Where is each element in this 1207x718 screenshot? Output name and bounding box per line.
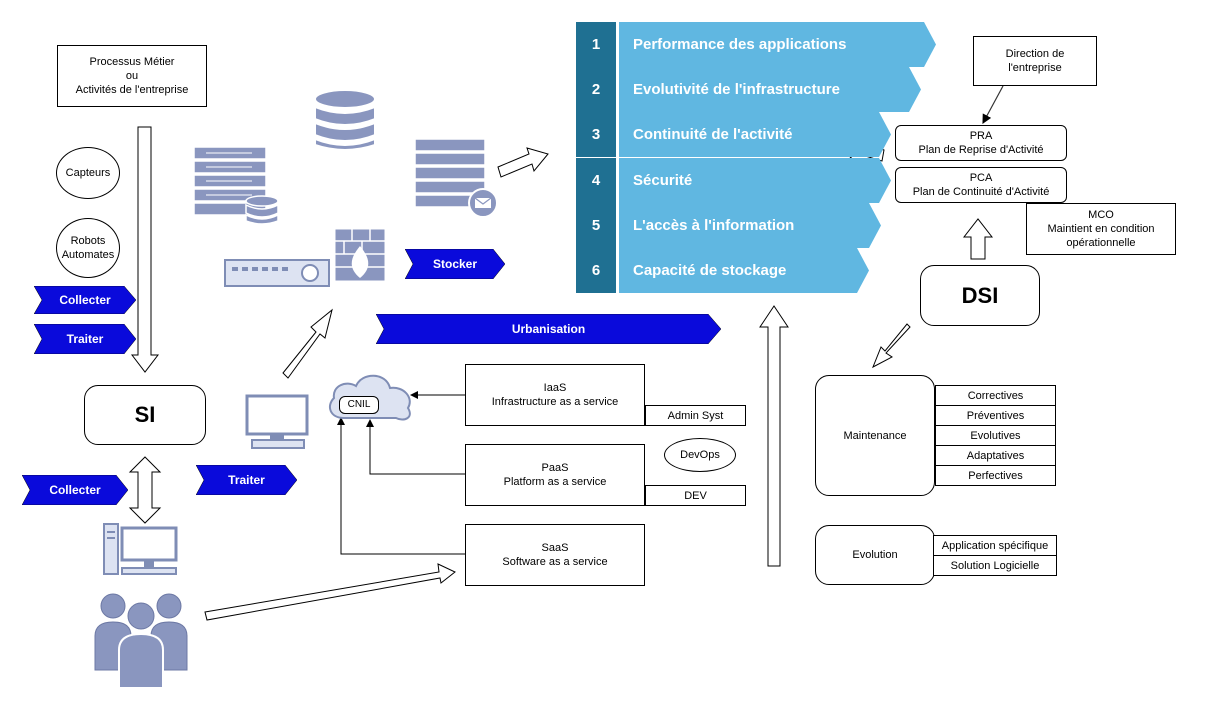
capteurs-label: Capteurs — [65, 167, 111, 179]
users-group-icon — [94, 593, 188, 689]
saas-label: SaaS Software as a service — [502, 542, 608, 568]
arrow-computer-servers — [282, 308, 333, 379]
traiter-tag-bottom: Traiter — [196, 465, 297, 495]
server-database-icon — [193, 146, 279, 225]
iaas-box: IaaS Infrastructure as a service — [465, 364, 645, 426]
direction-label: Direction de l'entreprise — [1005, 48, 1065, 74]
si-box: SI — [84, 385, 206, 445]
maintenance-item: Perfectives — [935, 465, 1056, 486]
priority-item-4: Sécurité — [619, 158, 891, 203]
mail-server-icon — [414, 138, 498, 218]
stocker-tag-label: Stocker — [432, 257, 478, 271]
arrow-direction-pra — [982, 85, 1004, 125]
paas-label: PaaS Platform as a service — [503, 462, 607, 488]
collecter-tag-bottom-label: Collecter — [49, 483, 101, 497]
evolution-item: Solution Logicielle — [933, 555, 1057, 576]
priority-label-4: Sécurité — [633, 172, 693, 189]
evolution-item: Application spécifique — [933, 535, 1057, 556]
arrow-users-saas — [204, 563, 456, 621]
direction-box: Direction de l'entreprise — [973, 36, 1097, 86]
arrow-paas-cnil — [366, 419, 465, 475]
urbanisation-tag-label: Urbanisation — [511, 322, 586, 336]
pca-label: PCA Plan de Continuité d'Activité — [912, 172, 1050, 198]
priority-item-1: Performance des applications — [619, 22, 936, 67]
dev-label: DEV — [684, 489, 707, 502]
priority-label-6: Capacité de stockage — [633, 262, 787, 279]
priority-label-5: L'accès à l'information — [633, 217, 795, 234]
pra-box: PRA Plan de Reprise d'Activité — [895, 125, 1067, 161]
priority-number-3: 3 — [576, 112, 616, 157]
network-switch-icon — [224, 259, 330, 287]
pra-label: PRA Plan de Reprise d'Activité — [918, 130, 1044, 156]
maintenance-item: Correctives — [935, 385, 1056, 406]
priority-item-6: Capacité de stockage — [619, 248, 869, 293]
stocker-tag: Stocker — [405, 249, 505, 279]
arrow-up-priorities — [759, 305, 789, 567]
arrow-dsi-maintenance — [872, 323, 911, 369]
traiter-tag-top: Traiter — [34, 324, 136, 354]
priority-number-1: 1 — [576, 22, 616, 67]
maintenance-box: Maintenance — [815, 375, 935, 496]
priority-item-5: L'accès à l'information — [619, 203, 881, 248]
firewall-icon — [334, 228, 386, 282]
arrow-processus-si — [130, 126, 160, 373]
desktop-computer-icon — [103, 523, 178, 575]
devops-ellipse: DevOps — [664, 438, 736, 472]
admin-syst-label: Admin Syst — [667, 409, 724, 422]
maintenance-item: Préventives — [935, 405, 1056, 426]
cnil-label: CNIL — [347, 399, 371, 410]
maintenance-item: Adaptatives — [935, 445, 1056, 466]
evolution-label: Evolution — [852, 549, 898, 561]
maintenance-item: Evolutives — [935, 425, 1056, 446]
maintenance-label: Maintenance — [843, 429, 907, 442]
capteurs-circle: Capteurs — [56, 147, 120, 199]
collecter-tag-top-label: Collecter — [59, 293, 111, 307]
cnil-box: CNIL — [339, 396, 379, 414]
processus-label: Processus Métier ou Activités de l'entre… — [75, 56, 189, 96]
priority-number-2: 2 — [576, 67, 616, 112]
saas-box: SaaS Software as a service — [465, 524, 645, 586]
admin-syst-box: Admin Syst — [645, 405, 746, 426]
traiter-tag-bottom-label: Traiter — [228, 473, 265, 487]
collecter-tag-top: Collecter — [34, 286, 136, 314]
priority-item-2: Evolutivité de l'infrastructure — [619, 67, 921, 112]
devops-label: DevOps — [680, 449, 720, 461]
priority-label-1: Performance des applications — [633, 36, 847, 53]
robots-label: Robots Automates — [61, 235, 115, 261]
dsi-box: DSI — [920, 265, 1040, 326]
traiter-tag-top-label: Traiter — [66, 332, 104, 346]
paas-box: PaaS Platform as a service — [465, 444, 645, 506]
arrow-saas-cnil — [337, 417, 465, 555]
urbanisation-tag: Urbanisation — [376, 314, 721, 344]
priority-number-6: 6 — [576, 248, 616, 293]
dev-box: DEV — [645, 485, 746, 506]
database-icon — [314, 89, 376, 151]
mco-label: MCO Maintient en condition opérationnell… — [1047, 209, 1155, 249]
arrow-server-priorities — [497, 147, 549, 178]
pca-box: PCA Plan de Continuité d'Activité — [895, 167, 1067, 203]
priority-label-3: Continuité de l'activité — [633, 126, 793, 143]
collecter-tag-bottom: Collecter — [22, 475, 128, 505]
iaas-label: IaaS Infrastructure as a service — [491, 382, 619, 408]
monitor-icon — [245, 394, 309, 449]
robots-circle: Robots Automates — [56, 218, 120, 278]
mco-box: MCO Maintient en condition opérationnell… — [1026, 203, 1176, 255]
priority-number-5: 5 — [576, 203, 616, 248]
priority-item-3: Continuité de l'activité — [619, 112, 891, 157]
processus-box: Processus Métier ou Activités de l'entre… — [57, 45, 207, 107]
evolution-box: Evolution — [815, 525, 935, 585]
dsi-label: DSI — [961, 282, 999, 308]
si-label: SI — [134, 402, 156, 427]
arrow-dsi-pca — [962, 218, 994, 260]
priority-label-2: Evolutivité de l'infrastructure — [633, 81, 840, 98]
priority-number-4: 4 — [576, 158, 616, 203]
arrow-si-users — [128, 456, 162, 524]
